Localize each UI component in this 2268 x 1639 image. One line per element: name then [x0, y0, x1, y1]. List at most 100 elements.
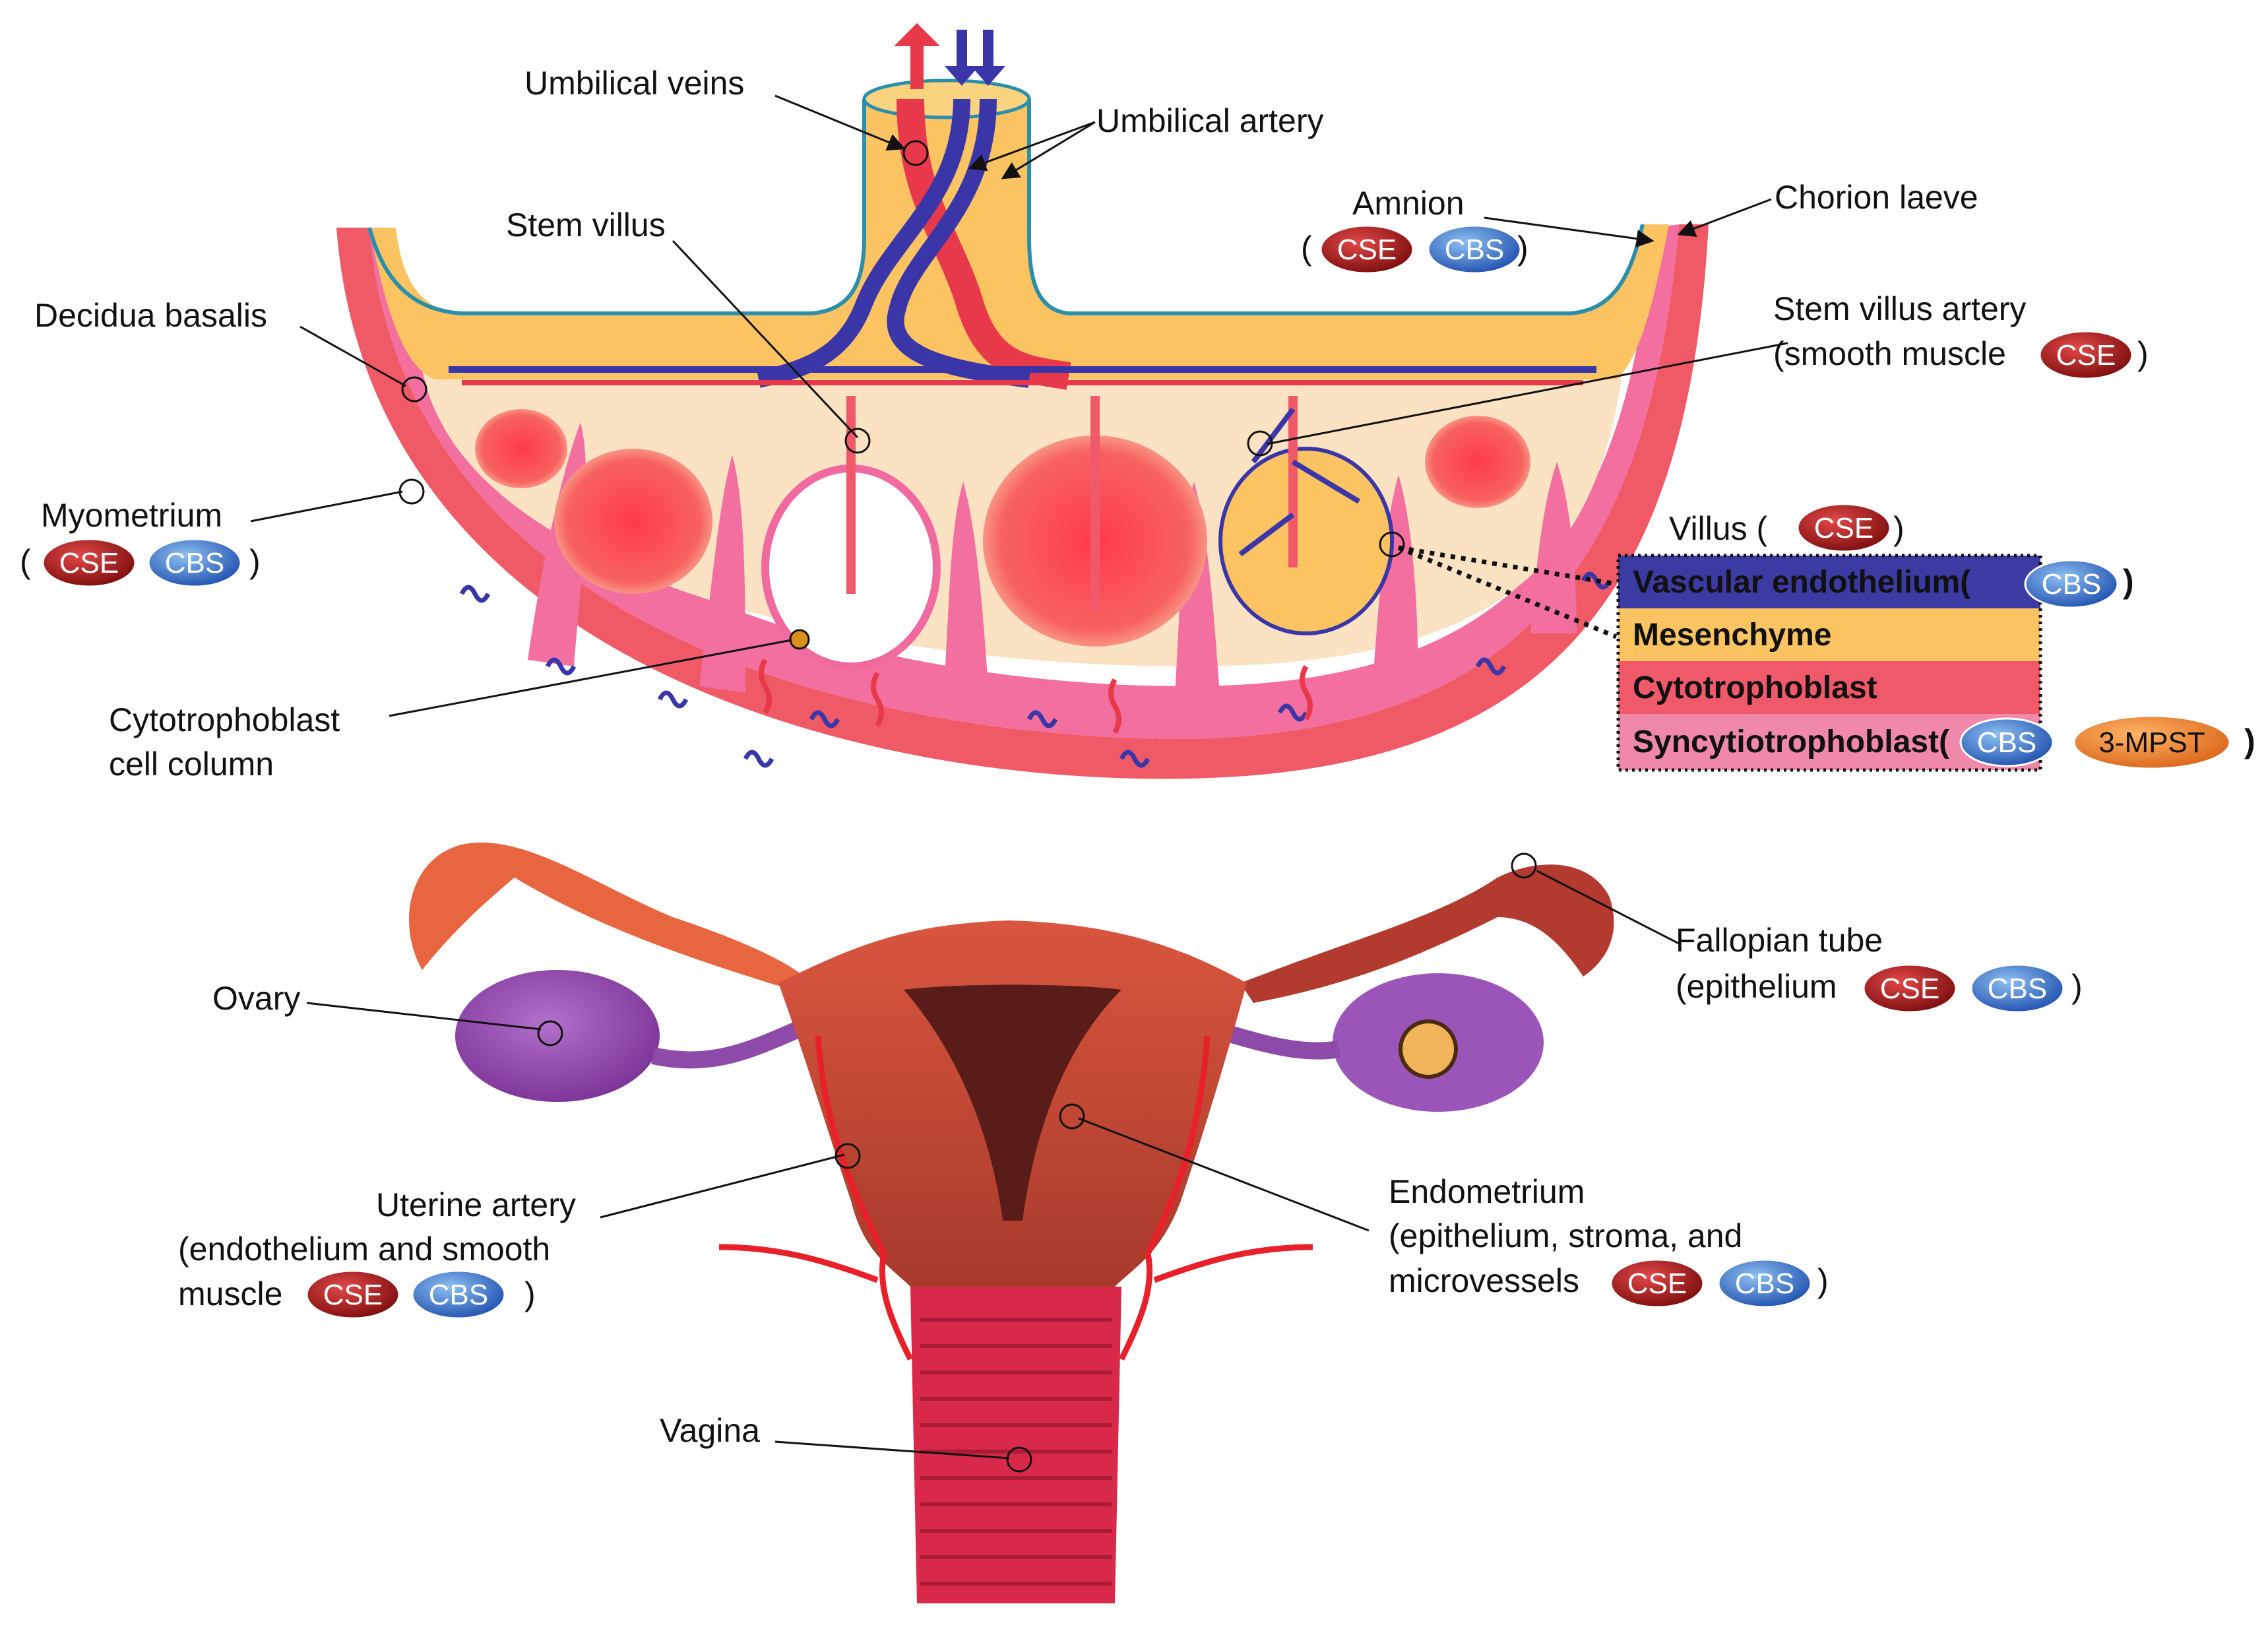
label-endometrium-detail: (epithelium, stroma, and	[1389, 1217, 1742, 1254]
svg-text:CBS: CBS	[165, 547, 224, 579]
uterine-cavity	[904, 984, 1121, 1221]
chorionic-plate	[369, 99, 1669, 379]
label-fallopian-tube: Fallopian tube	[1676, 922, 1883, 959]
stem-villus-trunk	[846, 396, 1298, 614]
uterus	[409, 842, 1614, 1603]
left-fallopian-tube	[409, 842, 805, 990]
svg-text:CSE: CSE	[1627, 1268, 1687, 1300]
vaginal-rugae	[920, 1318, 1112, 1586]
inflow-arrow-b	[971, 30, 1005, 86]
key-label: Vascular endothelium(	[1633, 565, 1970, 600]
key-label: Syncytiotrophoblast(	[1633, 724, 1949, 759]
svg-text:CSE: CSE	[323, 1279, 383, 1311]
paren: )	[1817, 1262, 1829, 1299]
key-row-mesenchyme	[1618, 608, 2040, 661]
paren: )	[1517, 230, 1528, 267]
decidua-basalis	[369, 224, 1679, 739]
key-label: Mesenchyme	[1633, 618, 1831, 653]
paren: (	[20, 543, 31, 580]
svg-text:CSE: CSE	[1880, 973, 1939, 1005]
left-ovary	[455, 970, 660, 1102]
label-chorion-laeve: Chorion laeve	[1775, 179, 1978, 216]
svg-text:CSE: CSE	[1337, 234, 1397, 266]
cse-badge: CSE	[1319, 224, 1414, 274]
label-decidua-basalis: Decidua basalis	[34, 297, 267, 334]
right-fallopian-tube	[1240, 864, 1614, 1003]
label-umbilical-veins: Umbilical veins	[524, 65, 744, 102]
villous-tree	[475, 409, 567, 488]
key-label: Cytotrophoblast	[1633, 670, 1877, 705]
umbilical-cord-top	[862, 79, 1031, 119]
key-row-cytotrophoblast	[1618, 661, 2040, 714]
inflow-arrow-a	[945, 30, 979, 86]
cytotrophoblast-cell-column	[789, 629, 810, 650]
stem-villus-branch	[1238, 407, 1361, 557]
cse-badge: CSE	[2038, 330, 2133, 380]
label-uterine-artery: Uterine artery	[376, 1186, 576, 1223]
cbs-badge: CBS	[2024, 559, 2119, 609]
label-ovary: Ovary	[212, 980, 300, 1017]
paren: )	[524, 1275, 536, 1312]
label-cytotrophoblast-column-2: cell column	[109, 746, 274, 783]
cbs-badge: CBS	[411, 1269, 506, 1320]
paren: (	[1301, 230, 1312, 267]
label-stem-villus-artery: Stem villus artery	[1773, 290, 2026, 327]
villous-tree	[1218, 447, 1394, 635]
label-myometrium: Myometrium	[41, 497, 222, 534]
svg-text:CSE: CSE	[1814, 512, 1874, 544]
svg-text:CBS: CBS	[1988, 973, 2047, 1005]
paren: )	[249, 543, 261, 580]
vagina	[910, 1287, 1121, 1603]
left-uterine-artery	[718, 1035, 914, 1361]
paren: )	[1893, 510, 1905, 547]
label-stem-villus-artery-detail: (smooth muscle	[1773, 335, 2006, 372]
labels: Umbilical veins Umbilical artery Stem vi…	[20, 65, 2149, 1449]
villous-tree	[1425, 416, 1530, 508]
mpst-badge: 3-MPST	[2073, 715, 2231, 770]
paren: )	[2123, 563, 2134, 600]
mpst-badges: 3-MPST	[2073, 715, 2231, 770]
label-vagina: Vagina	[660, 1412, 760, 1449]
umbilical-artery-vessel-a	[757, 98, 970, 388]
label-endometrium: Endometrium	[1389, 1173, 1585, 1210]
svg-text:CBS: CBS	[429, 1279, 488, 1311]
villous-tree	[554, 449, 712, 594]
label-endometrium-detail-2: microvessels	[1389, 1262, 1579, 1299]
placenta	[336, 23, 1709, 779]
left-ovarian-ligament	[651, 1021, 802, 1069]
leader-lines	[250, 94, 1788, 1460]
cbs-badge: CBS	[1717, 1258, 1812, 1308]
right-uterine-artery	[1118, 1035, 1313, 1361]
cse-badge: CSE	[1610, 1258, 1705, 1308]
cbs-badge: CBS	[1427, 224, 1522, 274]
outflow-arrow	[894, 23, 940, 89]
cse-badge: CSE	[42, 538, 137, 588]
label-fallopian-tube-detail: (epithelium	[1676, 968, 1837, 1005]
cbs-badges: CBS CBS CBS CBS CBS CBS CBS	[147, 224, 2119, 1320]
decidual-vessels	[459, 571, 1612, 768]
label-uterine-artery-detail: (endothelium and smooth	[178, 1231, 550, 1268]
paren: )	[2244, 723, 2255, 759]
label-cytotrophoblast-column: Cytotrophoblast	[109, 701, 340, 738]
cse-badge: CSE	[1862, 963, 1957, 1013]
key-border	[1616, 554, 2042, 772]
label-stem-villus: Stem villus	[506, 207, 666, 243]
cbs-badge: CBS	[1970, 963, 2065, 1013]
cse-badge: CSE	[1796, 503, 1891, 553]
cse-badge: CSE	[305, 1269, 400, 1320]
svg-text:3-MPST: 3-MPST	[2098, 726, 2205, 759]
amnion-line	[367, 99, 1645, 315]
label-amnion: Amnion	[1352, 185, 1465, 222]
spiral-arteries	[759, 658, 1313, 734]
location-markers	[398, 140, 1537, 1473]
label-umbilical-artery: Umbilical artery	[1096, 102, 1324, 139]
ovarian-follicle	[1399, 1019, 1458, 1079]
cbs-badge: CBS	[1959, 717, 2054, 767]
svg-text:CSE: CSE	[2056, 339, 2116, 371]
label-uterine-artery-detail-2: muscle	[178, 1275, 282, 1312]
label-villus: Villus (	[1669, 510, 1767, 547]
myometrium	[336, 224, 1709, 779]
paren: )	[2137, 335, 2149, 372]
svg-text:CBS: CBS	[2042, 568, 2101, 600]
